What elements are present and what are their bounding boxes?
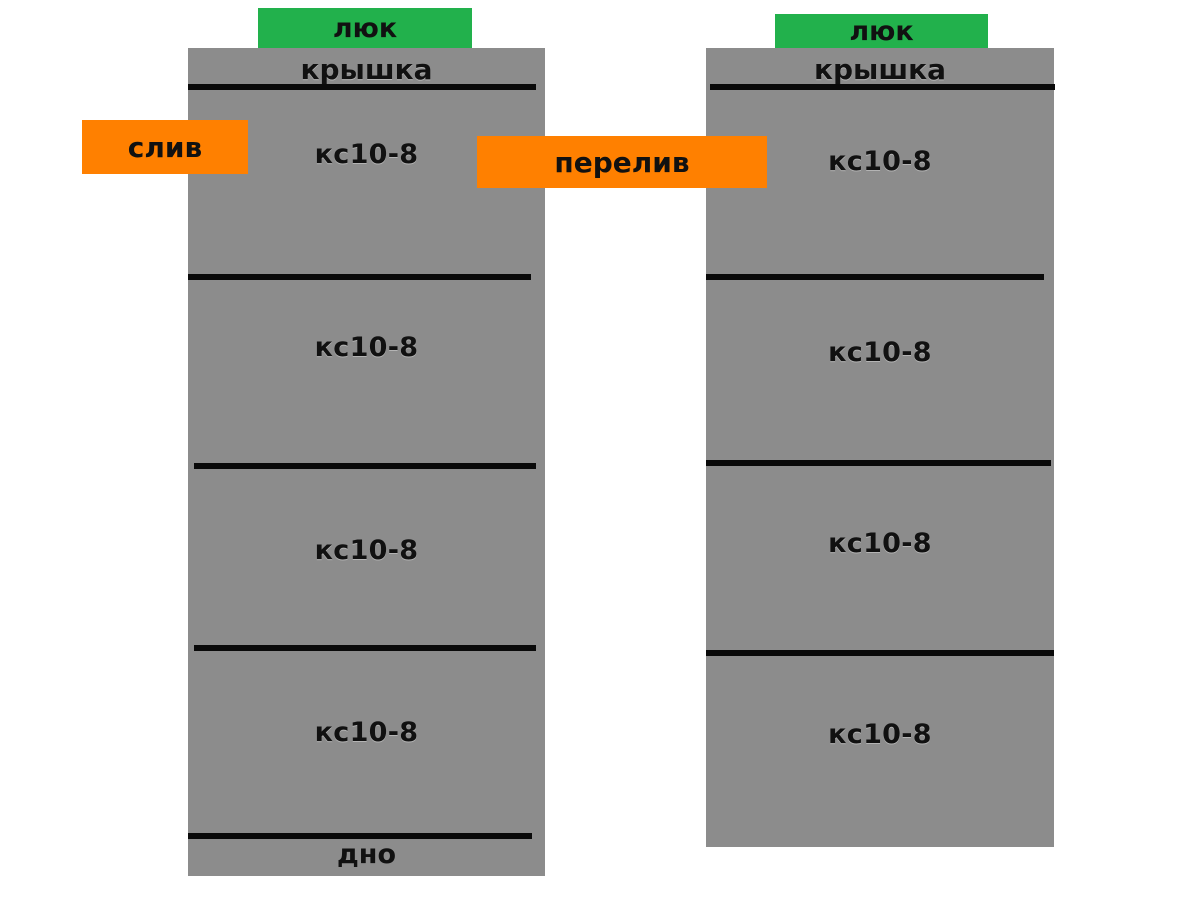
drain-pipe-label: слив bbox=[127, 130, 203, 164]
left-seam-3 bbox=[194, 463, 536, 469]
overflow-pipe-label: перелив bbox=[554, 145, 690, 179]
left-seam-2 bbox=[188, 274, 531, 280]
right-seam-2 bbox=[706, 274, 1044, 280]
left-cap-label: крышка bbox=[300, 53, 433, 86]
right-seam-4 bbox=[706, 650, 1054, 656]
overflow-pipe-tag[interactable]: перелив bbox=[477, 136, 767, 188]
left-ring-label-3: кс10-8 bbox=[314, 535, 419, 566]
right-cap-label: крышка bbox=[813, 53, 946, 86]
left-seam-bottom bbox=[188, 833, 532, 839]
drain-pipe-tag[interactable]: слив bbox=[82, 120, 248, 174]
left-hatch-tag[interactable]: люк bbox=[258, 8, 472, 48]
left-hatch-label: люк bbox=[332, 12, 398, 44]
left-seam-4 bbox=[194, 645, 536, 651]
right-hatch-label: люк bbox=[849, 15, 914, 47]
right-hatch-tag[interactable]: люк bbox=[775, 14, 988, 48]
left-ring-label-4: кс10-8 bbox=[314, 717, 419, 748]
left-ring-label-2: кс10-8 bbox=[314, 332, 419, 363]
left-bottom-label: дно bbox=[336, 839, 396, 870]
right-seam-1 bbox=[710, 84, 1055, 90]
left-ring-label-1: кс10-8 bbox=[314, 139, 419, 170]
right-ring-label-1: кс10-8 bbox=[828, 146, 932, 177]
right-ring-label-2: кс10-8 bbox=[828, 337, 932, 368]
right-seam-3 bbox=[706, 460, 1051, 466]
right-ring-label-3: кс10-8 bbox=[828, 528, 932, 559]
left-seam-1 bbox=[188, 84, 536, 90]
right-ring-label-4: кс10-8 bbox=[828, 719, 932, 750]
